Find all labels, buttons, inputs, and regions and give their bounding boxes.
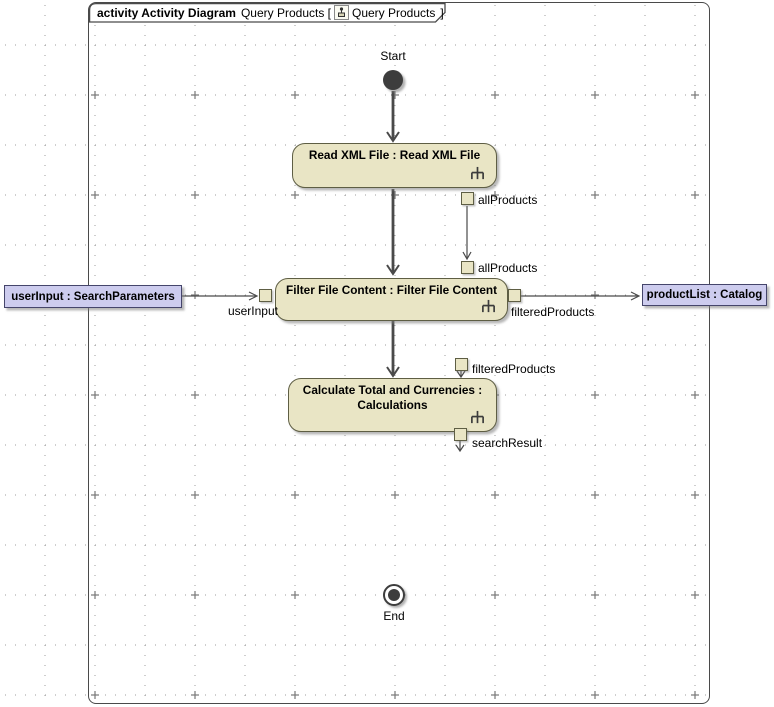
- object-node-productlist[interactable]: productList : Catalog: [642, 284, 767, 306]
- pin-filteredproducts-input-label: filteredProducts: [472, 362, 556, 376]
- action-filter-label: Filter File Content : Filter File Conten…: [285, 283, 498, 297]
- pin-userinput-input[interactable]: [259, 289, 272, 302]
- rake-icon: [471, 410, 484, 424]
- pin-searchresult-output[interactable]: [454, 428, 467, 441]
- pin-allproducts-input[interactable]: [461, 261, 474, 274]
- activity-frame[interactable]: [88, 2, 710, 704]
- diagram-ref-pre: Query Products [: [240, 6, 331, 20]
- pin-allproducts-input-label: allProducts: [478, 261, 538, 275]
- rake-icon: [482, 299, 495, 313]
- activity-diagram-icon: [334, 5, 349, 20]
- diagram-kind-label: activity Activity Diagram: [97, 6, 236, 20]
- action-calculate-total[interactable]: Calculate Total and Currencies : Calcula…: [288, 378, 497, 432]
- action-calculate-line1: Calculate Total and Currencies :: [302, 383, 483, 397]
- action-filter-file-content[interactable]: Filter File Content : Filter File Conten…: [275, 278, 508, 321]
- object-node-userinput[interactable]: userInput : SearchParameters: [4, 285, 182, 308]
- diagram-ref-close: ]: [440, 6, 444, 20]
- object-userinput-label: userInput : SearchParameters: [11, 291, 175, 303]
- end-node-label: End: [383, 609, 405, 623]
- start-node-label: Start: [380, 49, 406, 63]
- pin-searchresult-label: searchResult: [472, 436, 543, 450]
- diagram-ref-name: Query Products: [352, 6, 436, 20]
- pin-filteredproducts-output-label: filteredProducts: [511, 305, 595, 319]
- frame-tab-title[interactable]: activity Activity Diagram Query Products …: [97, 5, 444, 21]
- pin-filteredproducts-output[interactable]: [508, 289, 521, 302]
- end-node[interactable]: [383, 584, 405, 606]
- pin-allproducts-output[interactable]: [461, 192, 474, 205]
- action-calculate-line2: Calculations: [357, 398, 428, 412]
- object-productlist-label: productList : Catalog: [646, 289, 763, 301]
- action-read-xml-label: Read XML File : Read XML File: [308, 148, 481, 162]
- end-node-inner-dot: [388, 589, 400, 601]
- pin-filteredproducts-input[interactable]: [455, 358, 468, 371]
- action-read-xml-file[interactable]: Read XML File : Read XML File: [292, 143, 497, 188]
- pin-userinput-label: userInput: [227, 304, 278, 318]
- start-node[interactable]: [383, 70, 403, 90]
- pin-allproducts-output-label: allProducts: [478, 193, 538, 207]
- rake-icon: [471, 166, 484, 180]
